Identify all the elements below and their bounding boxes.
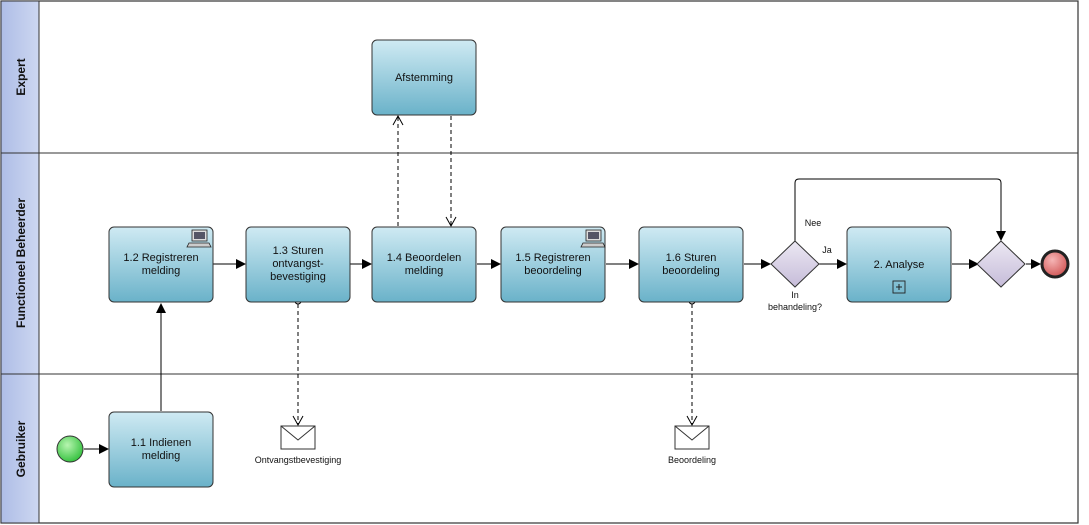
task-label: 1.5 Registreren: [515, 252, 590, 264]
label-nee: Nee: [805, 218, 822, 228]
task-1-5-registreren-beoordeling[interactable]: 1.5 Registreren beoordeling: [500, 226, 606, 303]
end-event[interactable]: [1040, 249, 1070, 279]
gateway-question-label: In: [791, 290, 799, 300]
task-1-6-sturen-beoordeling[interactable]: 1.6 Sturen beoordeling: [638, 226, 744, 303]
gateway-in-behandeling[interactable]: [770, 240, 820, 288]
task-1-2-registreren-melding[interactable]: 1.2 Registreren melding: [108, 226, 214, 303]
task-label: beoordeling: [524, 265, 582, 277]
task-1-1-indienen-melding[interactable]: 1.1 Indienen melding: [108, 411, 214, 488]
subprocess-plus-icon: [892, 280, 906, 294]
lane-label-gebruiker: Gebruiker: [14, 420, 28, 477]
task-label: Afstemming: [395, 72, 453, 84]
lane-gebruiker: Gebruiker: [0, 373, 40, 524]
gateway-merge[interactable]: [976, 240, 1026, 288]
task-label: 1.3 Sturen: [273, 245, 324, 257]
task-label: 1.4 Beoordelen: [387, 252, 462, 264]
lane-functioneel-beheerder: Functioneel Beheerder: [0, 152, 40, 375]
task-label: melding: [142, 450, 181, 462]
task-1-3-sturen-ontvangstbevestiging[interactable]: 1.3 Sturen ontvangst- bevestiging: [245, 226, 351, 303]
task-2-analyse[interactable]: 2. Analyse: [846, 226, 952, 303]
envelope-icon[interactable]: [674, 425, 710, 450]
lane-expert: Expert: [0, 0, 40, 154]
start-event[interactable]: [56, 435, 84, 463]
flow-nee: [794, 178, 1006, 241]
label-ja: Ja: [822, 245, 832, 255]
task-label: melding: [142, 265, 181, 277]
envelope-icon[interactable]: [280, 425, 316, 450]
gateway-question-label: behandeling?: [768, 302, 822, 312]
task-label: melding: [405, 265, 444, 277]
message-label-beoordeling: Beoordeling: [668, 455, 716, 465]
task-label: 2. Analyse: [874, 259, 925, 271]
task-label: 1.6 Sturen: [666, 252, 717, 264]
computer-icon: [186, 229, 212, 248]
task-label: beoordeling: [662, 265, 720, 277]
lane-label-functioneel-beheerder: Functioneel Beheerder: [14, 198, 28, 328]
task-label: 1.1 Indienen: [131, 437, 192, 449]
task-label: bevestiging: [270, 271, 326, 283]
task-label: ontvangst-: [272, 258, 324, 270]
task-1-4-beoordelen-melding[interactable]: 1.4 Beoordelen melding: [371, 226, 477, 303]
task-afstemming[interactable]: Afstemming: [371, 39, 477, 116]
task-label: 1.2 Registreren: [123, 252, 198, 264]
computer-icon: [580, 229, 606, 248]
message-label-ontvangstbevestiging: Ontvangstbevestiging: [255, 455, 342, 465]
lane-label-expert: Expert: [14, 58, 28, 95]
